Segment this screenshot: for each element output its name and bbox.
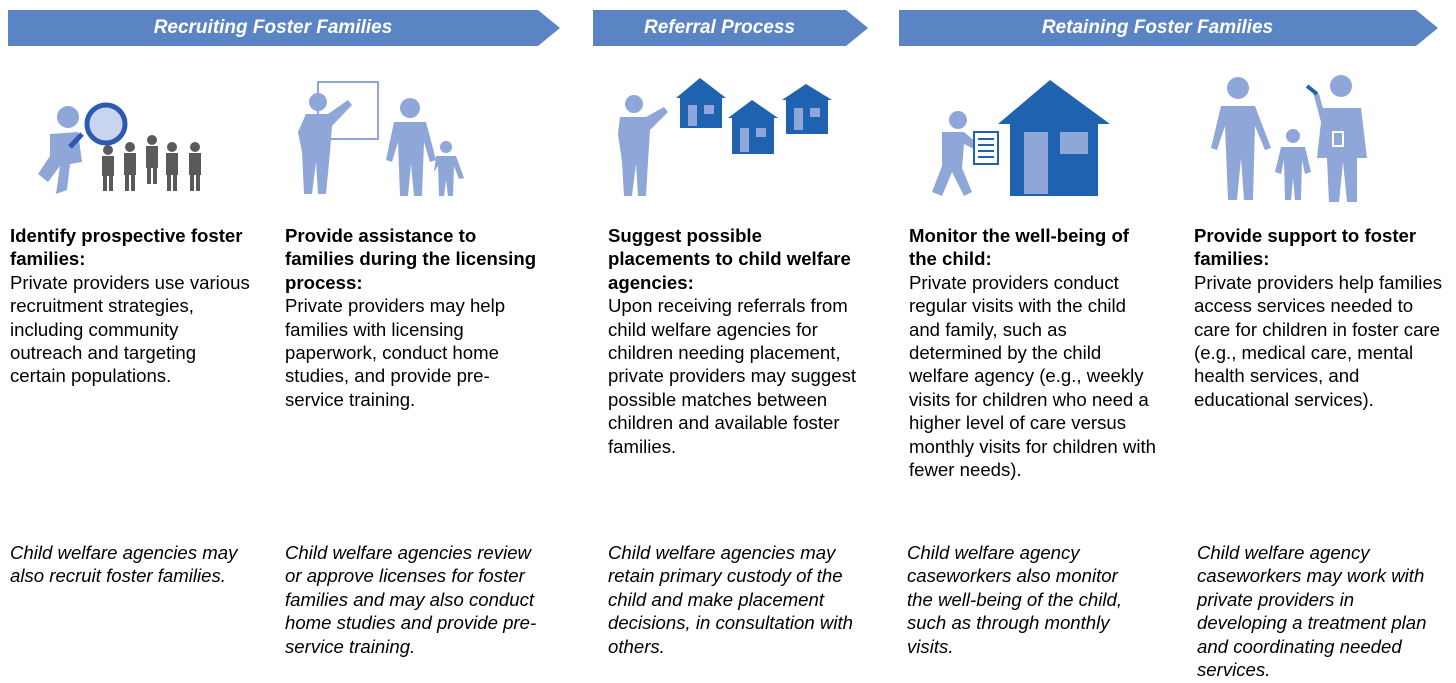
column-identify-families: Identify prospective foster families: Pr… — [10, 224, 250, 388]
column-suggest-placements: Suggest possible placements to child wel… — [608, 224, 863, 458]
note-identify-families: Child welfare agencies may also recruit … — [10, 542, 238, 587]
column-heading: Suggest possible placements to child wel… — [608, 225, 851, 293]
column-monitor-wellbeing: Monitor the well-being of the child: Pri… — [909, 224, 1159, 481]
column-body: Upon receiving referrals from child welf… — [608, 295, 857, 457]
note-licensing-assistance: Child welfare agencies review or approve… — [285, 542, 537, 657]
presentation-family-icon — [298, 81, 464, 196]
caseworker-house-icon — [932, 80, 1110, 196]
column-body: Private providers conduct regular visits… — [909, 271, 1156, 481]
banner-retaining: Retaining Foster Families — [899, 10, 1438, 46]
doctor-family-icon — [1211, 75, 1367, 202]
column-body: Private providers help families access s… — [1194, 271, 1443, 410]
column-heading: Provide assistance to families during th… — [285, 225, 537, 293]
column-body: Private providers use various recruitmen… — [10, 271, 250, 387]
column-licensing-assistance: Provide assistance to families during th… — [285, 224, 545, 411]
note-suggest-placements: Child welfare agencies may retain primar… — [608, 542, 853, 657]
column-body: Private providers may help families with… — [285, 295, 506, 410]
column-heading: Identify prospective foster families: — [10, 225, 243, 270]
column-provide-support: Provide support to foster families: Priv… — [1194, 224, 1450, 411]
column-heading: Monitor the well-being of the child: — [909, 225, 1130, 270]
person-houses-icon — [618, 78, 832, 196]
column-heading: Provide support to foster families: — [1194, 225, 1417, 270]
note-monitor-wellbeing: Child welfare agency caseworkers also mo… — [907, 542, 1122, 657]
banner-referral: Referral Process — [593, 10, 868, 46]
banner-recruiting: Recruiting Foster Families — [8, 10, 560, 46]
note-provide-support: Child welfare agency caseworkers may wor… — [1197, 542, 1427, 681]
magnifier-recruit-icon — [38, 102, 201, 194]
